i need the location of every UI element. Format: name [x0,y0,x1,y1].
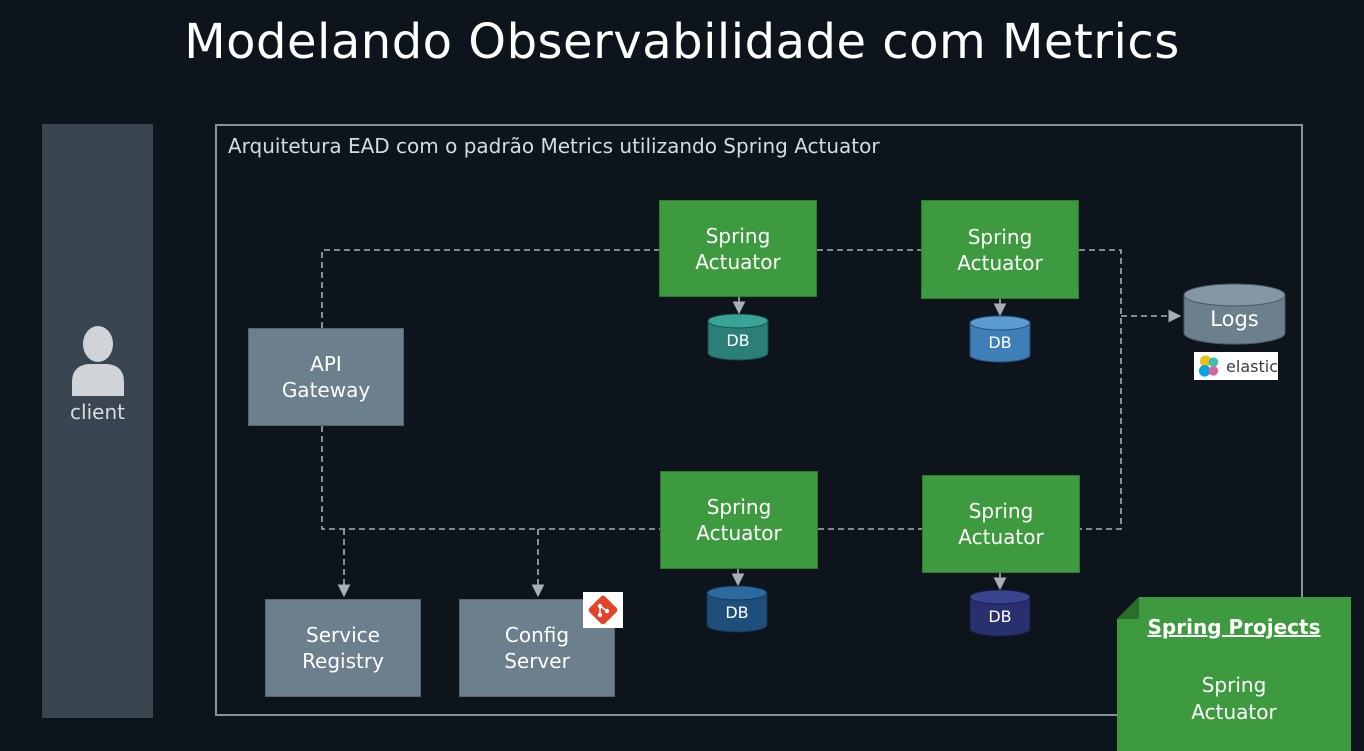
database-top-2: DB [969,315,1031,363]
page-title: Modelando Observabilidade com Metrics [184,14,1180,70]
logs-label: Logs [1210,307,1259,331]
db-label: DB [726,331,750,350]
database-bottom-1: DB [706,585,768,633]
database-bottom-2: DB [969,589,1031,637]
user-icon [72,326,124,396]
api-gateway-line1: API [310,352,342,376]
logs-store: Logs [1183,283,1286,345]
database-icon [706,585,768,633]
database-top-1: DB [707,313,769,361]
right-upper-line [1079,249,1122,530]
api-gateway-line2: Gateway [281,378,371,402]
architecture-frame [215,124,1303,716]
note-body: Spring Actuator [1117,672,1351,726]
actuator-bottom-2-line2: Actuator [958,525,1044,549]
top-bus-line [321,249,659,328]
elastic-label: elastic [1226,356,1278,376]
actuator-top-1-line1: Spring [705,223,771,248]
config-server-line2: Server [504,649,570,673]
database-icon [969,589,1031,637]
db-label: DB [988,333,1012,352]
db-label: DB [725,603,749,622]
elastic-badge: elastic [1194,352,1278,380]
note-line2: Actuator [1191,700,1277,724]
service-registry-line2: Registry [302,649,384,673]
db-label: DB [988,607,1012,626]
database-icon [969,315,1031,363]
client-panel: client [42,124,153,718]
git-icon [588,595,618,625]
actuator-bottom-1-line2: Actuator [696,521,782,545]
actuator-top-2-line2: Actuator [957,250,1043,275]
bottom-bus-line [321,426,660,530]
actuator-top-1-line2: Actuator [695,249,781,274]
actuator-bottom-2-line1: Spring [968,499,1034,523]
git-badge [583,592,623,628]
database-icon [707,313,769,361]
architecture-label: Arquitetura EAD com o padrão Metrics uti… [228,134,880,158]
elastic-logo-icon [1198,355,1219,377]
service-registry-line1: Service [306,623,380,647]
note-line1: Spring [1201,673,1267,697]
actuator-top-2-line1: Spring [967,224,1033,249]
client-label: client [70,400,125,424]
actuator-bottom-1-line1: Spring [706,495,772,519]
spring-projects-note [1117,597,1351,751]
logs-database-icon [1183,283,1286,345]
note-title: Spring Projects [1147,615,1321,639]
config-server-line1: Config [504,623,570,647]
